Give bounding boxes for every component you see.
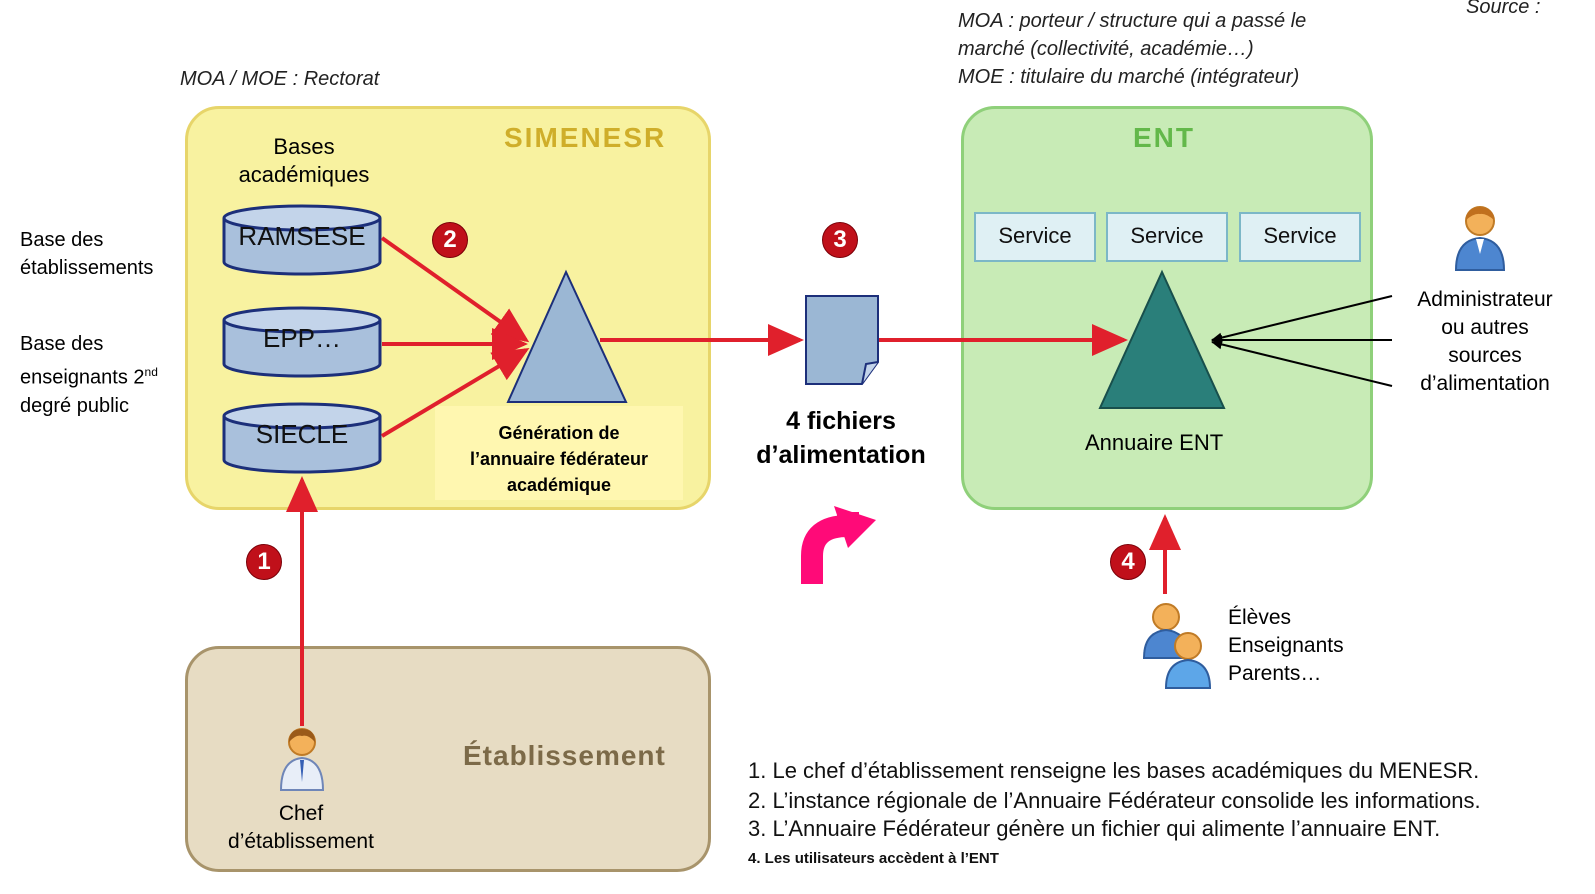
annuaire-ent-triangle	[1098, 269, 1226, 409]
step-badge-3: 3	[822, 222, 858, 258]
source-label: Source :	[1466, 0, 1541, 18]
admin-line4: d’alimentation	[1420, 372, 1550, 395]
arrow-admin-1	[1211, 295, 1393, 343]
bases-title: Bases académiques	[224, 133, 384, 189]
database-icon	[222, 204, 382, 276]
moa-right-line2: marché (collectivité, académie…)	[958, 38, 1254, 60]
database-label: EPP…	[262, 323, 342, 353]
label-base-ens-sup: nd	[144, 365, 158, 379]
database-icon	[222, 306, 382, 378]
step-3-text: 3. L’Annuaire Fédérateur génère un fichi…	[748, 816, 1441, 841]
generation-line2: l’annuaire fédérateur	[469, 449, 649, 469]
database-ramsese: RAMSESE	[222, 204, 382, 276]
service-box-3: Service	[1239, 212, 1361, 262]
administrator-icon	[1452, 204, 1508, 272]
label-base-ens-line2: enseignants 2nd	[20, 358, 158, 392]
admin-line2: ou autres	[1441, 316, 1529, 339]
database-icon	[222, 402, 382, 474]
service-box-1: Service	[974, 212, 1096, 262]
label-base-ens-text: enseignants 2	[20, 366, 145, 389]
ent-title: ENT	[1133, 122, 1195, 153]
database-label: SIECLE	[255, 419, 349, 449]
database-siecle: SIECLE	[222, 402, 382, 474]
bases-title-line1: Bases	[273, 134, 335, 159]
moa-left-label: MOA / MOE : Rectorat	[180, 68, 380, 90]
users-line2: Enseignants	[1228, 634, 1344, 657]
database-epp: EPP…	[222, 306, 382, 378]
step-badge-4: 4	[1110, 544, 1146, 580]
label-base-etab-line2: établissements	[20, 257, 154, 279]
fichiers-label: 4 fichiers d’alimentation	[736, 404, 946, 472]
arrow-admin-3	[1211, 339, 1393, 387]
chef-line1: Chef	[278, 802, 324, 825]
fichiers-line1: 4 fichiers	[786, 407, 896, 435]
chef-etablissement-label: Chef d’établissement	[204, 800, 398, 856]
administrator-label: Administrateur ou autres sources d’alime…	[1400, 286, 1570, 398]
database-label: RAMSESE	[238, 221, 366, 251]
fichiers-line2: d’alimentation	[756, 441, 926, 469]
label-base-ens-line3: degré public	[20, 394, 129, 417]
moa-right-line1: MOA : porteur / structure qui a passé le	[958, 10, 1307, 32]
arrow-ramsese-to-generation	[380, 236, 530, 343]
federator-triangle	[506, 269, 628, 403]
annuaire-ent-label: Annuaire ENT	[1085, 430, 1224, 455]
file-icon	[805, 295, 879, 385]
step-1-text: 1. Le chef d’établissement renseigne les…	[748, 758, 1480, 783]
service-box-2: Service	[1106, 212, 1228, 262]
arrow-siecle-to-generation	[380, 347, 530, 438]
admin-line3: sources	[1448, 344, 1522, 367]
admin-line1: Administrateur	[1417, 288, 1553, 311]
label-base-etablissements: Base des établissements	[20, 226, 153, 282]
moa-right-line3: MOE : titulaire du marché (intégrateur)	[958, 66, 1300, 88]
label-base-ens-line1: Base des	[20, 333, 104, 355]
label-base-enseignants: Base des enseignants 2nd degré public	[20, 330, 158, 420]
simenesr-title: SIMENESR	[504, 122, 667, 153]
curved-arrow-icon	[801, 506, 876, 584]
users-line1: Élèves	[1228, 606, 1292, 629]
step-badge-2: 2	[432, 222, 468, 258]
step-4-text: 4. Les utilisateurs accèdent à l’ENT	[748, 850, 999, 867]
generation-label: Génération de l’annuaire fédérateur acad…	[435, 406, 683, 500]
users-label: Élèves Enseignants Parents…	[1228, 604, 1344, 688]
users-line3: Parents…	[1228, 662, 1322, 685]
generation-line1: Génération de	[498, 423, 620, 443]
etablissement-box	[185, 646, 711, 872]
step-badge-1: 1	[246, 544, 282, 580]
label-base-etab-line1: Base des	[20, 229, 104, 251]
etablissement-title: Établissement	[463, 740, 666, 771]
chef-line2: d’établissement	[228, 830, 374, 853]
generation-line3: académique	[506, 475, 612, 495]
users-group-icon	[1140, 600, 1220, 692]
bases-title-line2: académiques	[238, 162, 370, 187]
step-2-text: 2. L’instance régionale de l’Annuaire Fé…	[748, 788, 1481, 813]
chef-etablissement-icon	[278, 726, 326, 792]
